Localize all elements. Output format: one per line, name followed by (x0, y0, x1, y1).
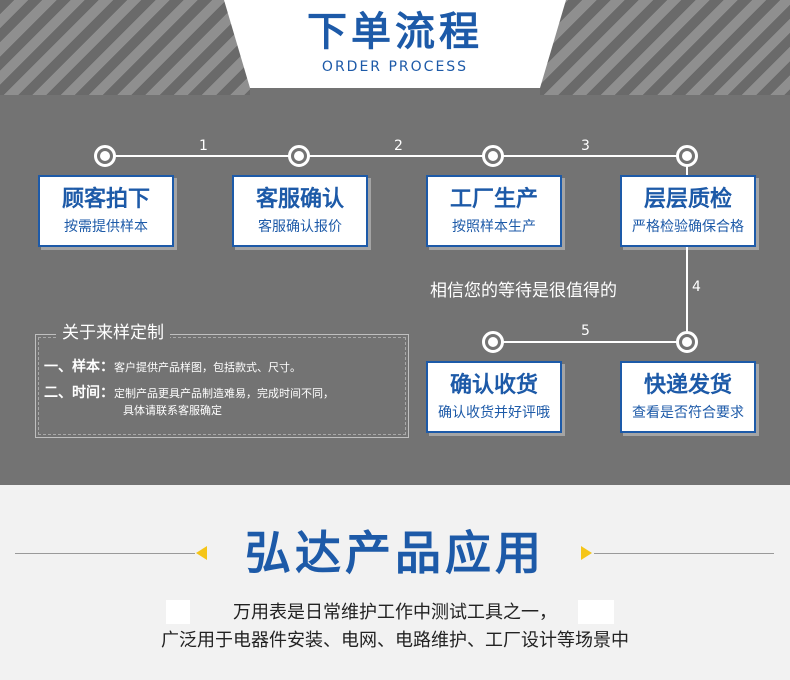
step-number-3: 3 (581, 138, 590, 154)
custom-sample-value: 客户提供产品样图，包括款式、尺寸。 (114, 361, 301, 374)
step-card-desc: 按照样本生产 (452, 219, 536, 235)
step-card-6: 确认收货 确认收货并好评哦 (426, 361, 562, 433)
custom-time-row: 二、时间：定制产品更具产品制造难易，完成时间不同， (44, 384, 334, 403)
placeholder-block-left (166, 600, 190, 624)
custom-time-key: 二、时间： (44, 385, 114, 401)
step-card-3: 工厂生产 按照样本生产 (426, 175, 562, 247)
application-text-line-2: 广泛用于电器件安装、电网、电路维护、工厂设计等场景中 (161, 630, 629, 651)
step-card-title: 客服确认 (255, 187, 344, 212)
flow-line-right (686, 155, 688, 342)
page-title: 下单流程 (307, 9, 483, 55)
step-card-1: 顾客拍下 按需提供样本 (38, 175, 174, 247)
step-number-4: 4 (692, 279, 701, 295)
custom-sample-key: 一、样本： (44, 359, 114, 375)
decorative-stripes-left (0, 0, 250, 95)
flow-node-6 (482, 331, 504, 353)
page-subtitle: ORDER PROCESS (321, 59, 469, 75)
decorative-stripes-right (540, 0, 790, 95)
order-process-section: 下单流程 ORDER PROCESS 1 2 3 4 5 顾客拍下 按需提供样本… (0, 0, 790, 485)
step-card-title: 快递发货 (643, 373, 732, 398)
application-text-line-1: 万用表是日常维护工作中测试工具之一， (233, 602, 557, 623)
flow-node-1 (94, 145, 116, 167)
step-card-5: 快递发货 查看是否符合要求 (620, 361, 756, 433)
step-card-desc: 查看是否符合要求 (632, 405, 744, 421)
step-card-title: 层层质检 (643, 187, 732, 212)
custom-info-box-border (38, 337, 406, 435)
flow-node-3 (482, 145, 504, 167)
step-card-4: 层层质检 严格检验确保合格 (620, 175, 756, 247)
custom-time-value-line1: 定制产品更具产品制造难易，完成时间不同， (114, 387, 334, 400)
product-application-section: 弘达产品应用 万用表是日常维护工作中测试工具之一， 广泛用于电器件安装、电网、电… (0, 485, 790, 680)
step-number-2: 2 (394, 138, 403, 154)
placeholder-block-right (578, 600, 614, 624)
flow-node-4 (676, 145, 698, 167)
triangle-left-icon (196, 546, 207, 560)
triangle-right-icon (581, 546, 592, 560)
step-card-title: 顾客拍下 (61, 187, 150, 212)
step-card-desc: 确认收货并好评哦 (438, 405, 550, 421)
custom-time-value-line2: 具体请联系客服确定 (123, 404, 222, 417)
section-title-banner: 下单流程 ORDER PROCESS (224, 0, 566, 88)
flow-line-bottom (492, 341, 687, 343)
divider-right (594, 553, 774, 554)
custom-sample-row: 一、样本：客户提供产品样图，包括款式、尺寸。 (44, 358, 301, 377)
step-card-2: 客服确认 客服确认报价 (232, 175, 368, 247)
flow-line-top (105, 155, 687, 157)
step-number-1: 1 (199, 138, 208, 154)
step-card-title: 确认收货 (449, 373, 538, 398)
custom-time-row-2: 具体请联系客服确定 (123, 402, 222, 420)
custom-info-title: 关于来样定制 (56, 322, 170, 344)
flow-node-2 (288, 145, 310, 167)
flow-node-5 (676, 331, 698, 353)
step-number-5: 5 (581, 323, 590, 339)
step-card-desc: 严格检验确保合格 (632, 219, 744, 235)
wait-message: 相信您的等待是很值得的 (430, 281, 617, 301)
step-card-desc: 按需提供样本 (64, 219, 148, 235)
divider-left (15, 553, 195, 554)
application-title: 弘达产品应用 (245, 526, 545, 580)
step-card-title: 工厂生产 (449, 187, 538, 212)
step-card-desc: 客服确认报价 (258, 219, 342, 235)
custom-info-box (35, 334, 409, 438)
